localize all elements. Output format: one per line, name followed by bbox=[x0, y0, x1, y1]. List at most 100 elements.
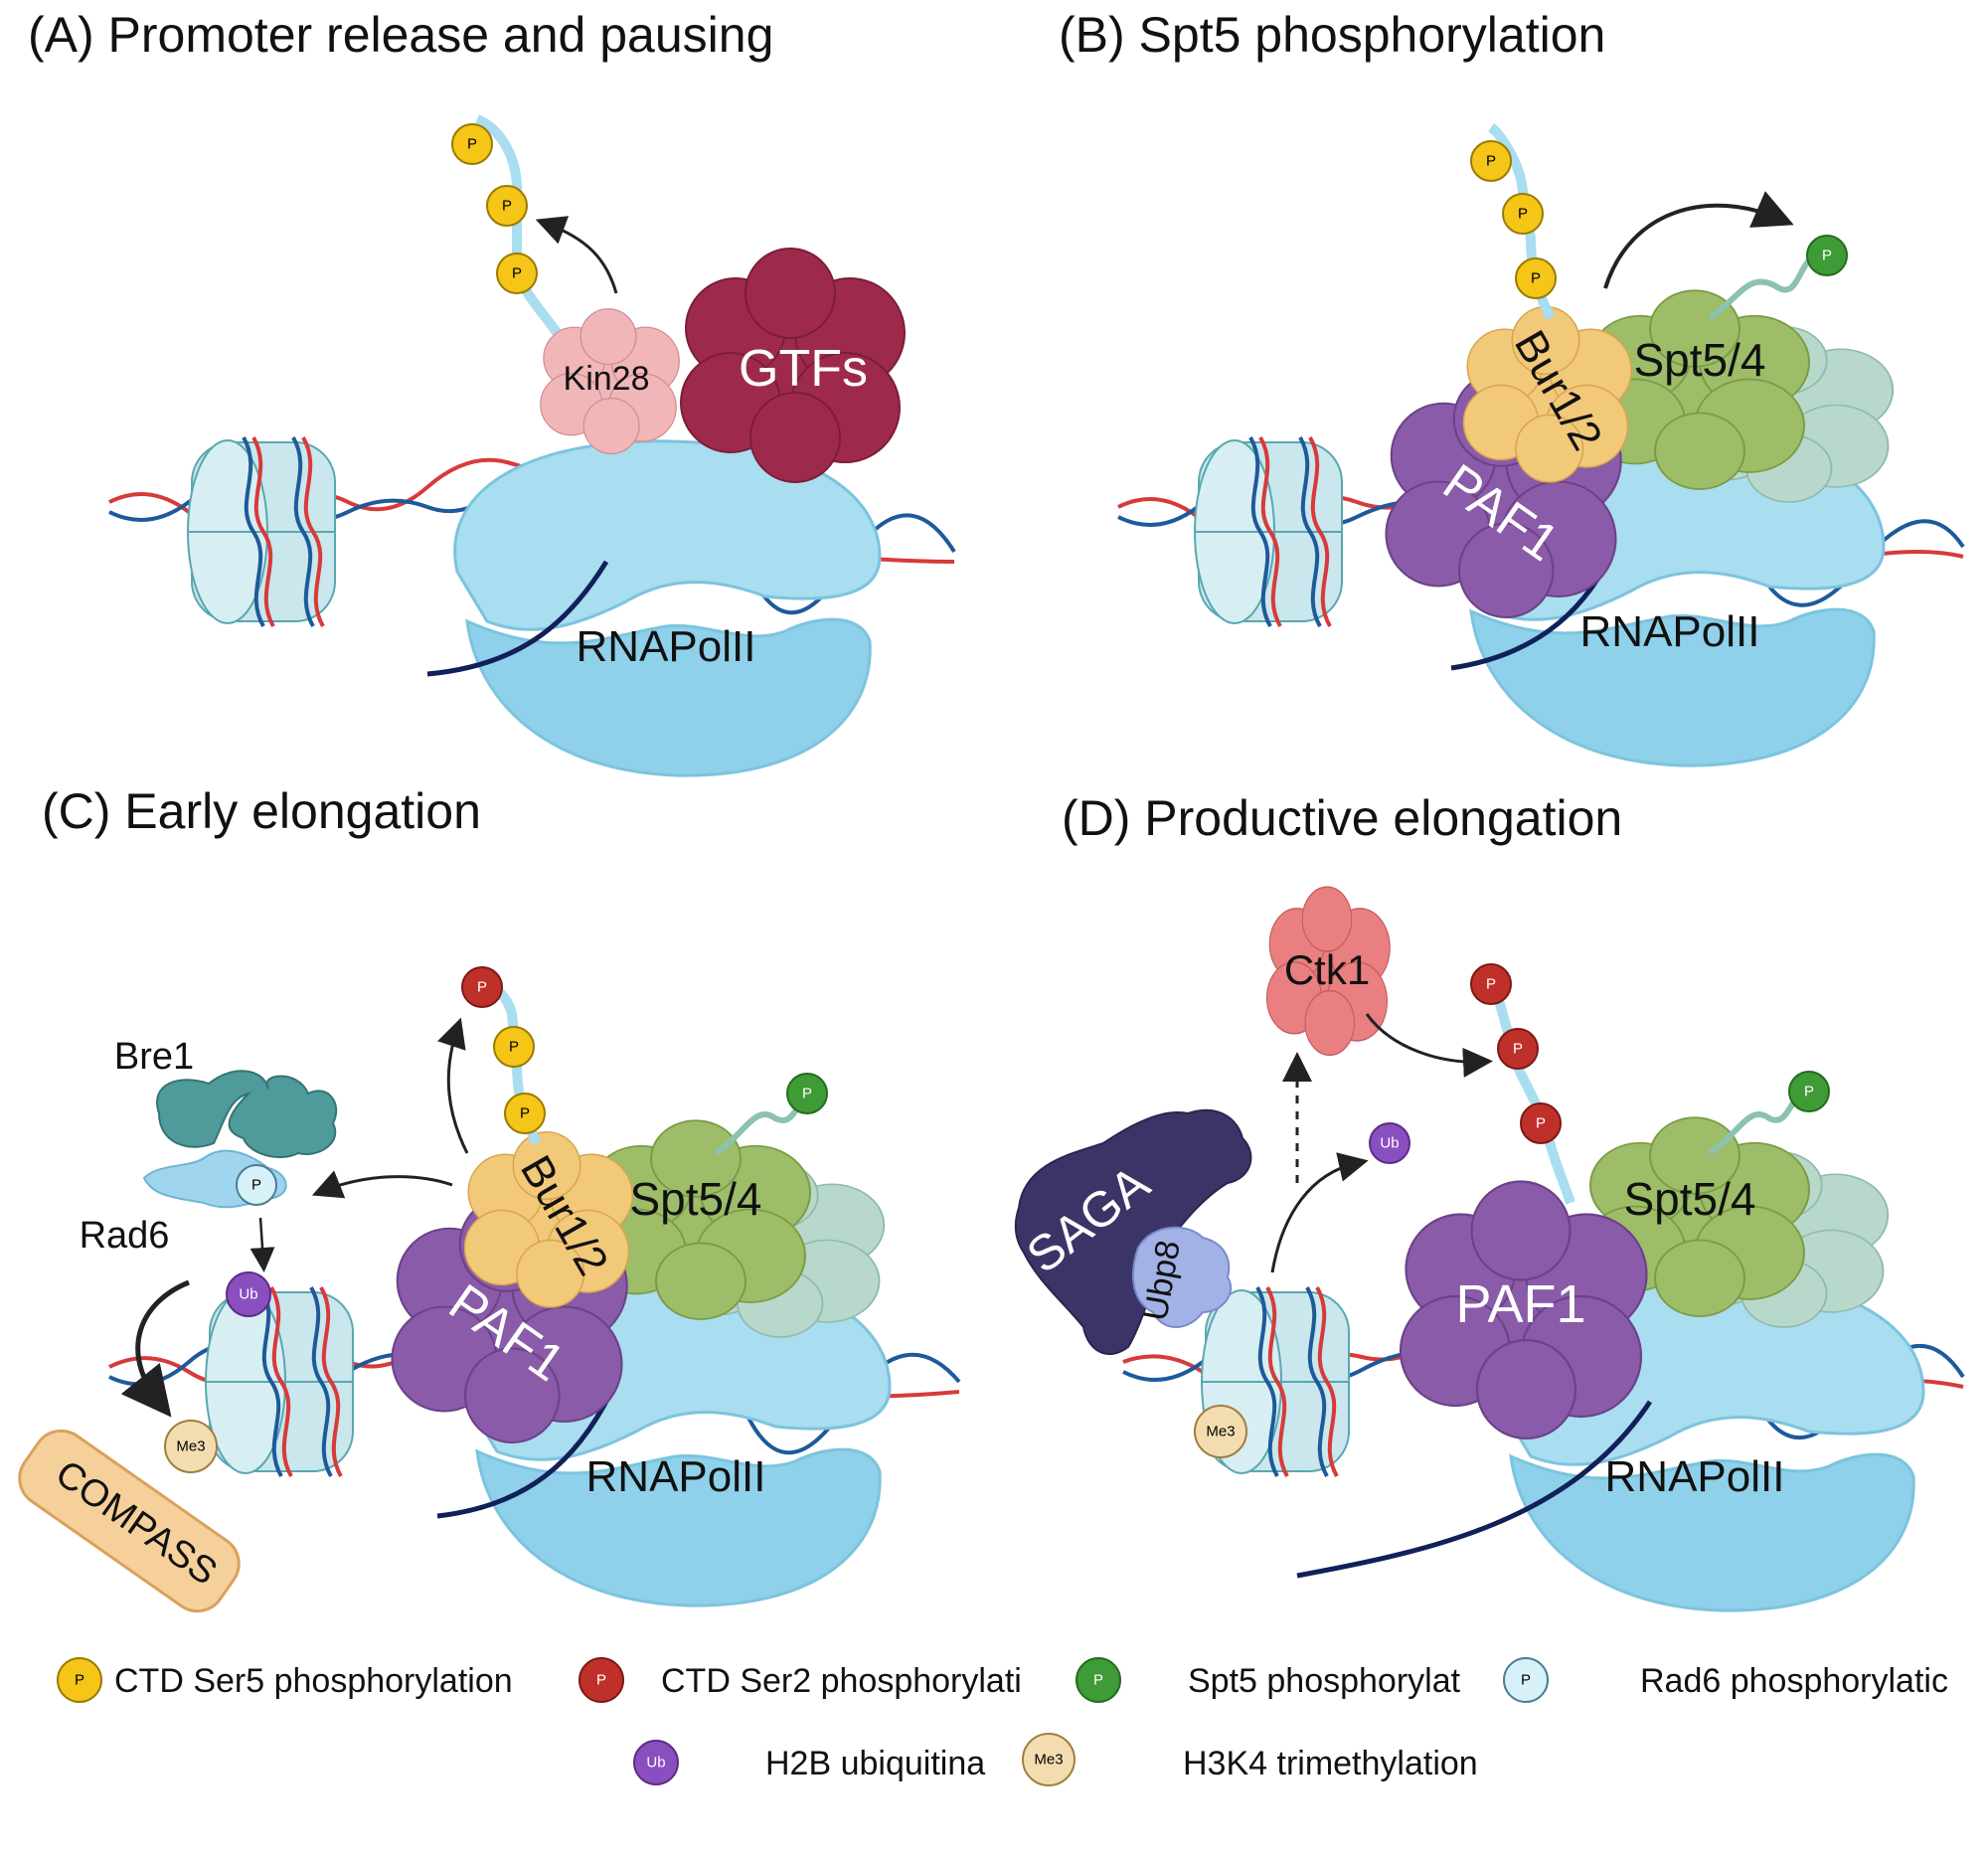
ctk1-label: Ctk1 bbox=[1284, 946, 1370, 993]
svg-text:Ub: Ub bbox=[239, 1286, 257, 1303]
spt5-badge-c: P bbox=[786, 1073, 828, 1114]
panel-b: (B) Spt5 phosphorylation RNAPolII Spt5/4… bbox=[1059, 7, 1965, 767]
svg-text:H2B ubiquitina: H2B ubiquitina bbox=[765, 1745, 985, 1782]
svg-text:Me3: Me3 bbox=[1034, 1752, 1063, 1769]
ser5-badge-a3: P bbox=[496, 253, 538, 294]
svg-text:Ub: Ub bbox=[1380, 1135, 1399, 1152]
me3-badge-d: Me3 bbox=[1194, 1405, 1247, 1458]
svg-text:Me3: Me3 bbox=[1206, 1424, 1235, 1440]
svg-text:P: P bbox=[75, 1672, 84, 1689]
panel-d-title: (D) Productive elongation bbox=[1062, 790, 1622, 846]
ser2-badge-d3: P bbox=[1520, 1102, 1562, 1144]
legend: P CTD Ser5 phosphorylation P CTD Ser2 ph… bbox=[57, 1657, 1948, 1786]
panel-a-title: (A) Promoter release and pausing bbox=[28, 7, 773, 63]
svg-text:P: P bbox=[502, 198, 512, 215]
spt-label-d: Spt5/4 bbox=[1624, 1173, 1756, 1225]
ser2-badge-c1: P bbox=[461, 966, 503, 1008]
spt5-badge-b: P bbox=[1806, 235, 1848, 276]
nucleosome-c bbox=[204, 1285, 355, 1478]
spt5-badge-d: P bbox=[1788, 1071, 1830, 1112]
ser5-badge-a2: P bbox=[486, 185, 528, 227]
svg-text:CTD Ser5 phosphorylation: CTD Ser5 phosphorylation bbox=[114, 1662, 513, 1700]
svg-text:P: P bbox=[1486, 153, 1496, 170]
panel-b-title: (B) Spt5 phosphorylation bbox=[1059, 7, 1605, 63]
ctk1-arrow-d bbox=[1365, 1013, 1493, 1078]
legend-item-ub: Ub H2B ubiquitina bbox=[633, 1740, 985, 1785]
svg-text:P: P bbox=[1531, 270, 1541, 287]
legend-item-rad6: P Rad6 phosphorylatic bbox=[1503, 1657, 1948, 1703]
ctd-tail-d bbox=[1486, 980, 1575, 1205]
svg-text:P: P bbox=[1518, 206, 1528, 223]
polymerase-label-c: RNAPolII bbox=[586, 1452, 766, 1501]
ub-badge-c: Ub bbox=[226, 1271, 271, 1317]
legend-item-ser5: P CTD Ser5 phosphorylation bbox=[57, 1657, 513, 1703]
svg-text:P: P bbox=[1513, 1041, 1523, 1058]
bur-ctd-arrow-c bbox=[437, 1017, 469, 1154]
panel-c: (C) Early elongation RNAPolII Spt5/4 PAF… bbox=[18, 783, 961, 1613]
kin28-label: Kin28 bbox=[564, 360, 650, 398]
svg-text:H3K4 trimethylation: H3K4 trimethylation bbox=[1183, 1745, 1478, 1782]
rad6-ub-arrow-c bbox=[249, 1217, 275, 1272]
bur-rad6-arrow-c bbox=[311, 1170, 453, 1199]
kin28-arrow bbox=[535, 216, 618, 294]
nucleosome-a bbox=[186, 435, 337, 628]
svg-text:P: P bbox=[520, 1105, 530, 1122]
panel-a: (A) Promoter release and pausing RNAPolI… bbox=[28, 7, 956, 777]
ser5-badge-b1: P bbox=[1470, 140, 1512, 182]
svg-text:P: P bbox=[1822, 248, 1832, 264]
ser5-badge-b3: P bbox=[1515, 257, 1557, 299]
me3-badge-c: Me3 bbox=[164, 1420, 218, 1473]
svg-text:P: P bbox=[802, 1086, 812, 1102]
svg-text:P: P bbox=[509, 1039, 519, 1056]
svg-text:P: P bbox=[1486, 976, 1496, 993]
panel-c-title: (C) Early elongation bbox=[42, 783, 481, 839]
svg-text:Spt5 phosphorylat: Spt5 phosphorylat bbox=[1188, 1662, 1461, 1700]
svg-text:P: P bbox=[512, 265, 522, 282]
rna-transcript-c bbox=[436, 1390, 614, 1519]
legend-item-spt5: Spt5 phosphorylat P bbox=[1076, 1657, 1461, 1703]
svg-text:P: P bbox=[477, 979, 487, 996]
nucleosome-b bbox=[1193, 435, 1344, 628]
svg-text:CTD Ser2 phosphorylati: CTD Ser2 phosphorylati bbox=[661, 1662, 1022, 1700]
ser2-badge-d1: P bbox=[1470, 963, 1512, 1005]
legend-item-me3: Me3 H3K4 trimethylation bbox=[1022, 1733, 1478, 1786]
ser2-badge-d2: P bbox=[1497, 1028, 1539, 1070]
panel-d: (D) Productive elongation RNAPolII Spt5/… bbox=[1014, 790, 1965, 1612]
ser5-badge-c1: P bbox=[493, 1026, 535, 1068]
rna-transcript-d bbox=[1296, 1400, 1653, 1579]
ub-badge-d: Ub bbox=[1369, 1122, 1410, 1164]
svg-text:P: P bbox=[596, 1672, 606, 1689]
compass-complex bbox=[18, 1429, 241, 1613]
ub-me3-arrow-c bbox=[120, 1279, 190, 1418]
svg-text:P: P bbox=[1521, 1672, 1531, 1689]
ser5-badge-b2: P bbox=[1502, 193, 1544, 235]
ser5-badge-a1: P bbox=[451, 123, 493, 165]
spt5-tail-b bbox=[1708, 251, 1821, 321]
svg-text:P: P bbox=[467, 136, 477, 153]
svg-text:P: P bbox=[1804, 1084, 1814, 1100]
svg-text:P: P bbox=[251, 1177, 261, 1194]
rna-transcript-a bbox=[426, 560, 609, 677]
ser5-badge-c2: P bbox=[504, 1093, 546, 1134]
bre1-label: Bre1 bbox=[114, 1036, 194, 1078]
svg-text:Me3: Me3 bbox=[176, 1438, 205, 1455]
paf1-label-d: PAF1 bbox=[1455, 1274, 1585, 1334]
polymerase-label-a: RNAPolII bbox=[577, 622, 756, 671]
polymerase-label-d: RNAPolII bbox=[1605, 1452, 1785, 1501]
polymerase-a bbox=[453, 439, 882, 777]
bre1-complex bbox=[156, 1070, 338, 1158]
svg-text:Rad6 phosphorylatic: Rad6 phosphorylatic bbox=[1640, 1662, 1948, 1700]
rad6-badge-c: P bbox=[236, 1164, 277, 1206]
svg-text:Ub: Ub bbox=[646, 1755, 665, 1772]
gtfs-label: GTFs bbox=[739, 340, 868, 398]
bur-arrow-b bbox=[1603, 191, 1794, 289]
ubp8-ub-arrow-d bbox=[1270, 1152, 1369, 1273]
polymerase-label-b: RNAPolII bbox=[1580, 607, 1760, 656]
saga-complex bbox=[1014, 1108, 1252, 1356]
spt-label-b: Spt5/4 bbox=[1634, 334, 1766, 386]
legend-item-ser2: P CTD Ser2 phosphorylati bbox=[579, 1657, 1022, 1703]
rad6-label: Rad6 bbox=[80, 1215, 170, 1257]
ubp8-complex bbox=[1132, 1226, 1233, 1328]
svg-text:P: P bbox=[1536, 1115, 1546, 1132]
